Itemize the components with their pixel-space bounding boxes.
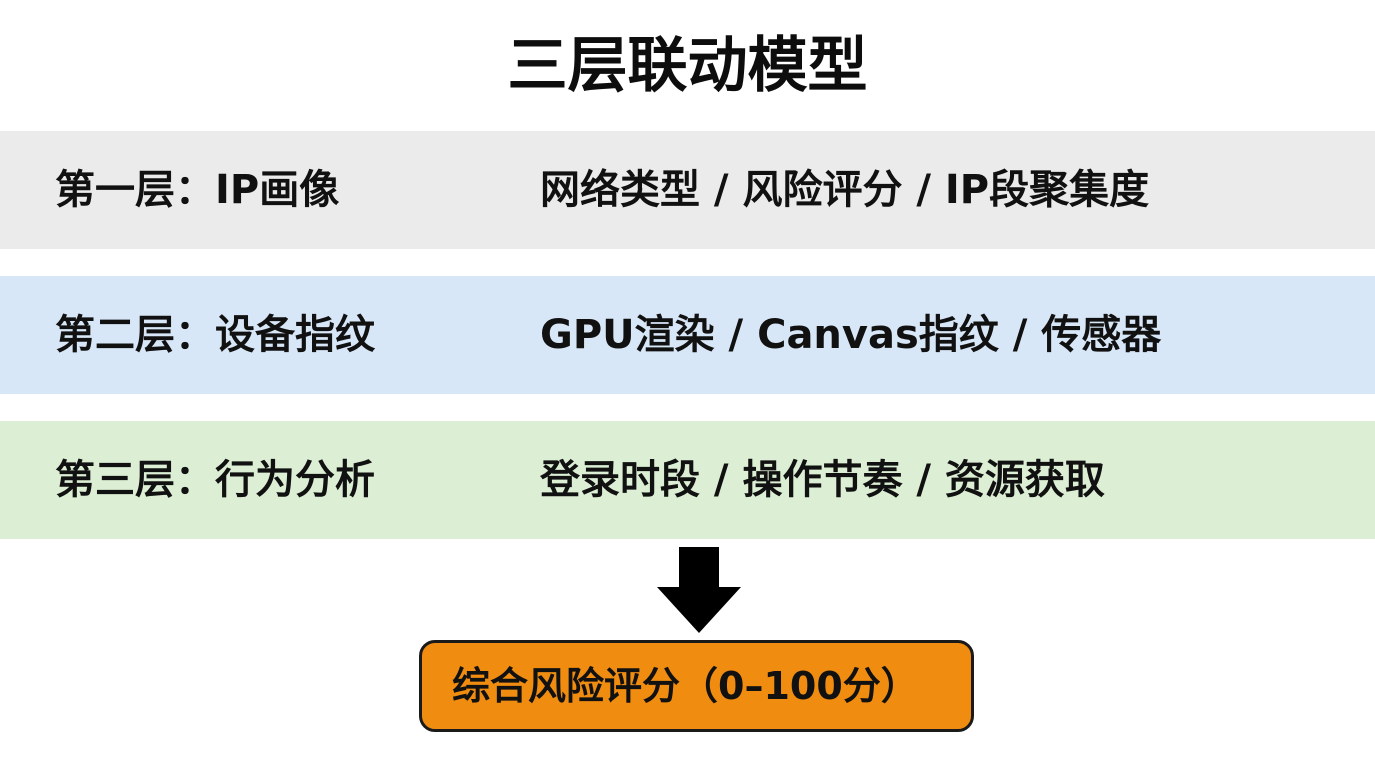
layer-2-band: 第二层：设备指纹 GPU渲染 / Canvas指纹 / 传感器 xyxy=(0,276,1375,394)
result-box: 综合风险评分（0–100分） xyxy=(419,640,974,732)
arrow-down-icon xyxy=(657,547,741,633)
arrow-down-shape xyxy=(657,547,741,633)
layer-1-band: 第一层：IP画像 网络类型 / 风险评分 / IP段聚集度 xyxy=(0,131,1375,249)
layer-3-items: 登录时段 / 操作节奏 / 资源获取 xyxy=(540,457,1105,503)
layer-2-name: 第二层：设备指纹 xyxy=(55,312,375,358)
layer-2-items: GPU渲染 / Canvas指纹 / 传感器 xyxy=(540,312,1162,358)
layer-3-band: 第三层：行为分析 登录时段 / 操作节奏 / 资源获取 xyxy=(0,421,1375,539)
diagram-title: 三层联动模型 xyxy=(507,31,868,101)
layer-1-name: 第一层：IP画像 xyxy=(55,167,340,213)
layer-1-items: 网络类型 / 风险评分 / IP段聚集度 xyxy=(540,167,1150,213)
layer-3-name: 第三层：行为分析 xyxy=(55,457,375,503)
